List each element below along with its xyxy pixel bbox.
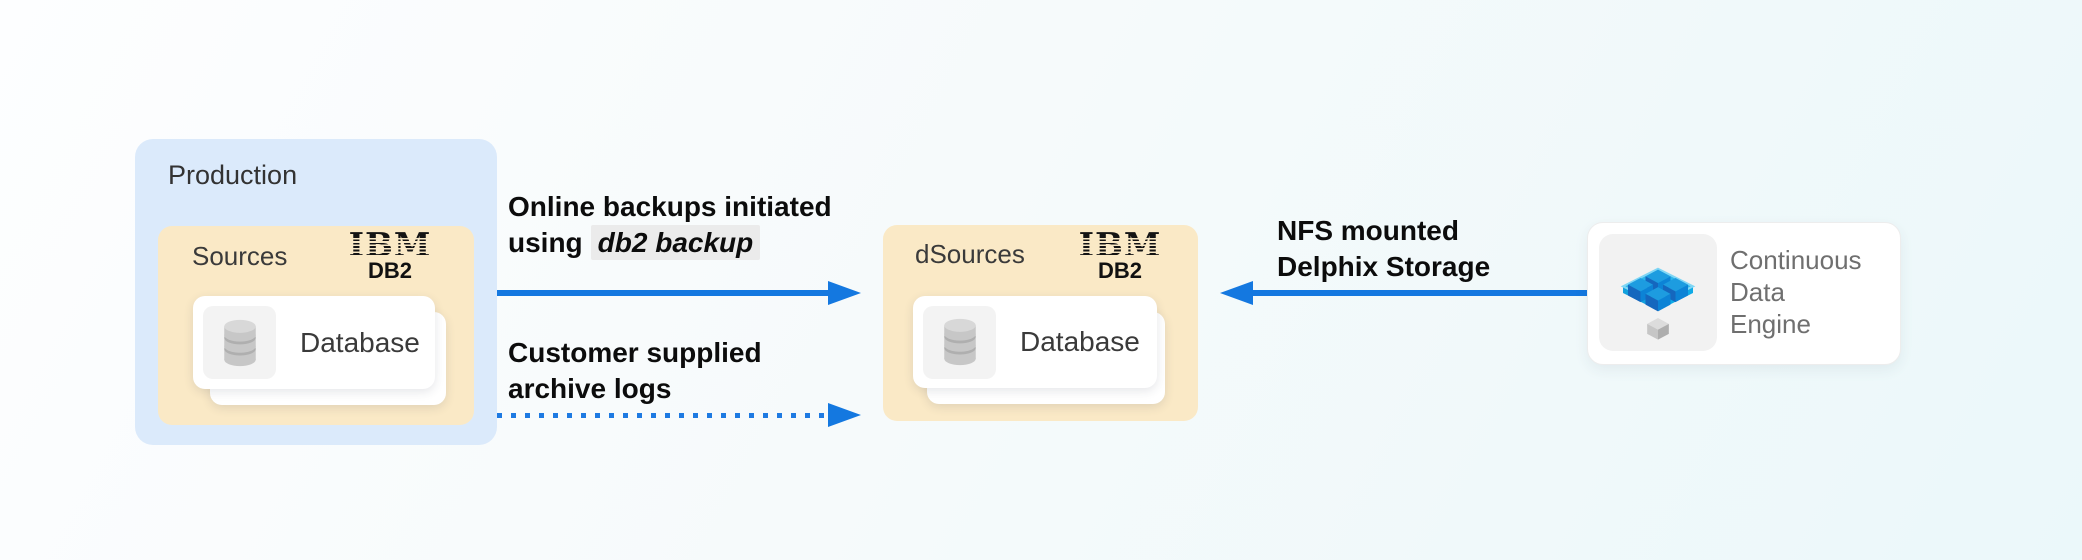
database-icon-tile — [203, 306, 276, 379]
database-label: Database — [300, 326, 420, 358]
backup-flow-line1: Online backups initiated — [508, 191, 832, 222]
delphix-cubes-icon — [1620, 267, 1696, 340]
database-label: Database — [1020, 326, 1140, 357]
archive-flow-line2: archive logs — [508, 373, 672, 404]
database-icon — [943, 318, 976, 366]
database-icon-tile — [923, 305, 996, 379]
archive-arrow-head-icon — [828, 403, 861, 427]
archive-flow-line1: Customer supplied — [508, 337, 762, 368]
backup-arrow-line — [497, 290, 830, 296]
sources-box: Sources IBM DB2 — [158, 226, 474, 425]
continuous-data-engine-label: Continuous Data Engine — [1730, 245, 1862, 339]
nfs-flow-line1: NFS mounted — [1277, 215, 1459, 246]
nfs-flow-line2: Delphix Storage — [1277, 251, 1491, 282]
nfs-flow-label: NFS mounted Delphix Storage — [1277, 213, 1490, 285]
ibm-db2-logo: IBM DB2 — [1075, 228, 1165, 283]
sources-label: Sources — [192, 241, 288, 271]
nfs-arrow-line — [1246, 290, 1587, 296]
database-icon — [223, 319, 256, 366]
db2-label: DB2 — [367, 258, 412, 283]
dsources-label: dSources — [915, 239, 1025, 269]
database-card: Database — [193, 296, 435, 389]
production-box: Production Sources IBM DB2 — [135, 139, 497, 445]
production-title: Production — [168, 160, 298, 190]
ibm-wordmark: IBM — [1075, 228, 1165, 261]
continuous-data-engine-box: Continuous Data Engine — [1587, 222, 1901, 365]
db2-label: DB2 — [1097, 258, 1142, 283]
ibm-wordmark: IBM — [345, 228, 435, 261]
ibm-db2-logo: IBM DB2 — [345, 228, 435, 283]
backup-arrow-head-icon — [828, 281, 861, 305]
archive-flow-label: Customer supplied archive logs — [508, 335, 762, 407]
db2-backup-command: db2 backup — [590, 225, 761, 260]
delphix-engine-icon-tile — [1599, 234, 1717, 351]
nfs-arrow-head-icon — [1220, 281, 1253, 305]
dsources-box: dSources IBM DB2 Database — [883, 225, 1198, 421]
database-card: Database — [913, 296, 1157, 388]
archive-arrow-line — [497, 413, 831, 418]
